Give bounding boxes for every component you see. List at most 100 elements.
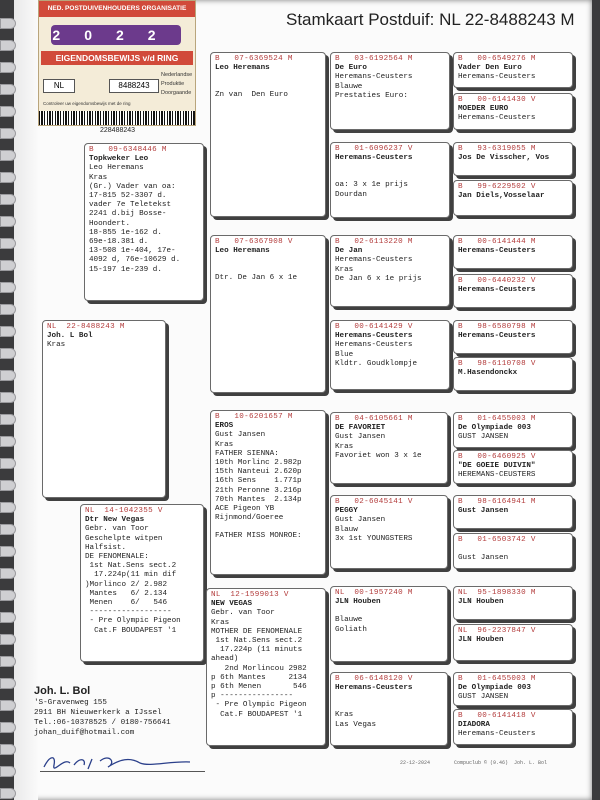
card-line: Kldtr. Goudklompje: [335, 359, 418, 368]
card-line: p ----------------: [211, 692, 294, 701]
card-line: De Olympiade 003: [458, 424, 531, 433]
card-line: 18-855 1e-162 d.: [89, 228, 162, 237]
ring-number: B 10-6201657 M: [215, 413, 293, 421]
card-line: [335, 702, 443, 711]
card-line: "DE GOEIE DUIVIN": [458, 462, 536, 471]
card-line: Kras: [89, 173, 108, 182]
binder-ring: [0, 656, 16, 667]
card-line: Las Vegas: [335, 720, 377, 729]
card-line: Heremans-Ceusters: [458, 73, 536, 82]
card-line: JLN Houben: [458, 636, 504, 645]
card-line: MOTHER DE FENOMENALE: [211, 627, 303, 636]
card-line: Jos De Visscher, Vos: [458, 154, 550, 163]
card-line: Goliath: [335, 625, 367, 634]
card-line: Cat.F BOUDAPEST '1: [85, 626, 177, 635]
card-line: Menen 6/ 546: [85, 599, 168, 608]
ring-number: B 07-6369524 M: [215, 55, 293, 63]
card-line: Blauw: [335, 525, 358, 534]
card-line: [215, 256, 321, 265]
card-line: Gust Jansen: [335, 433, 386, 442]
card-line: 2241 d.bij Bosse-: [89, 210, 167, 219]
binder-ring: [0, 348, 16, 359]
binder-ring: [0, 370, 16, 381]
binder-ring: [0, 458, 16, 469]
card-line: Gust Jansen: [335, 516, 386, 525]
card-line: DE FAVORIET: [335, 424, 386, 433]
card-line: 16th Sens 1.771p: [215, 477, 302, 486]
card-line: 10th Morlinc 2.982p: [215, 459, 302, 468]
card-line: Gust Jansen: [215, 431, 266, 440]
ring-number: B 00-6460925 V: [458, 453, 536, 461]
ring-number: B 04-6105661 M: [335, 415, 413, 423]
card-line: Gust Jansen: [458, 554, 509, 563]
binder-ring: [0, 106, 16, 117]
card-line: Blue: [335, 350, 354, 359]
ring-number: B 00-6549276 M: [458, 55, 536, 63]
card-line: [215, 73, 321, 82]
binder-ring: [0, 546, 16, 557]
card-line: p 6th Mantes 2134: [211, 673, 307, 682]
card-line: Heremans-Ceusters: [335, 332, 413, 341]
barcode: [39, 111, 195, 125]
card-line: GUST JANSEN: [458, 693, 509, 702]
card-line: Heremans-Ceusters: [335, 684, 413, 693]
binder-ring: [0, 700, 16, 711]
card-line: Heremans-Ceusters: [458, 332, 536, 341]
card-line: Zn van Den Euro: [215, 91, 288, 100]
card-line: - Pre Olympic Pigeon: [211, 701, 307, 710]
card-line: Kras: [335, 711, 354, 720]
ring-number: B 01-6455003 M: [458, 415, 536, 423]
binder-ring: [0, 524, 16, 535]
card-line: Cat.F BOUDAPEST '1: [211, 710, 303, 719]
ring-number: B 02-6045141 V: [335, 498, 413, 506]
binder-ring: [0, 128, 16, 139]
binder-ring: [0, 282, 16, 293]
binder-ring: [0, 62, 16, 73]
ring-number: NL 96-2237847 V: [458, 627, 536, 635]
card-line: ahead): [211, 655, 239, 664]
ring-number: NL 14-1042355 V: [85, 507, 163, 515]
badge-option: Produktie: [161, 81, 185, 87]
card-line: Jan Diels,Vosselaar: [458, 192, 545, 201]
card-line: - Pre Olympic Pigeon: [85, 617, 181, 626]
ring-number: B 06-6148120 V: [335, 675, 413, 683]
card-line: M.Hasendonckx: [458, 369, 518, 378]
binder-ring: [0, 678, 16, 689]
binder-ring: [0, 480, 16, 491]
card-line: p 6th Menen 546: [211, 683, 307, 692]
card-line: oa: 3 x 1e prijs: [335, 181, 408, 190]
badge-country: NL: [43, 79, 75, 93]
card-line: 15th Nanteui 2.620p: [215, 468, 302, 477]
badge-option: Nederlandse: [161, 72, 193, 78]
binder-ring: [0, 502, 16, 513]
card-line: 13-508 1e-404, 17e-: [89, 247, 176, 256]
ring-number: B 00-6141429 V: [335, 323, 413, 331]
card-line: Leo Heremans: [215, 247, 270, 256]
card-line: 1st Nat.Sens sect.2: [211, 637, 303, 646]
owner-block: Joh. L. Bol 'S-Gravenweg 155 2911 BH Nie…: [34, 686, 171, 738]
ring-number: NL 00-1957240 M: [335, 589, 413, 597]
ring-number: B 98-6164941 M: [458, 498, 536, 506]
ring-number: B 00-6440232 V: [458, 277, 536, 285]
binder-ring: [0, 238, 16, 249]
binder-ring: [0, 414, 16, 425]
card-line: [215, 265, 321, 274]
binder-ring: [0, 744, 16, 755]
ring-number: B 01-6503742 V: [458, 536, 536, 544]
card-line: (Gr.) Vader van oa:: [89, 182, 176, 191]
card-line: Halfsist.: [85, 543, 127, 552]
card-line: De Olympiade 003: [458, 684, 531, 693]
badge-options: Nederlandse Produktie Doorgaande: [161, 71, 192, 98]
card-line: [215, 82, 321, 91]
card-line: 4092 d, 76e-10629 d.: [89, 256, 181, 265]
